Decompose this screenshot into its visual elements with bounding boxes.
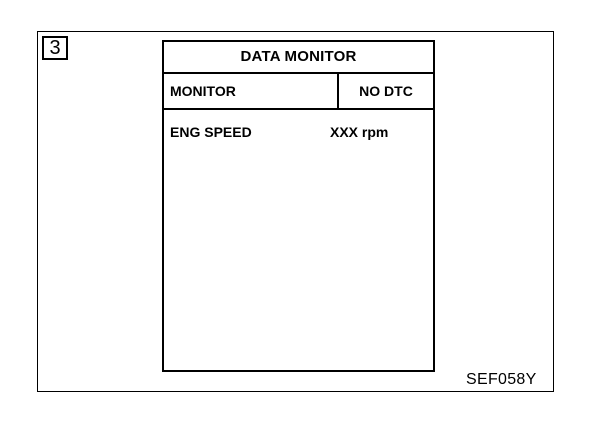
data-label: ENG SPEED [170, 124, 252, 140]
dtc-status: NO DTC [359, 83, 413, 99]
figure-code: SEF058Y [466, 371, 537, 388]
data-value: XXX rpm [330, 124, 389, 140]
mode-label: MONITOR [170, 83, 236, 99]
consult-screen: DATA MONITOR MONITOR NO DTC ENG SPEED XX… [162, 40, 435, 372]
figure-frame [37, 31, 554, 392]
screen-title: DATA MONITOR [164, 42, 433, 74]
mode-row: MONITOR NO DTC [164, 74, 433, 110]
mode-divider [337, 74, 339, 108]
step-number: 3 [42, 36, 68, 60]
data-row: ENG SPEED XXX rpm [170, 122, 425, 142]
